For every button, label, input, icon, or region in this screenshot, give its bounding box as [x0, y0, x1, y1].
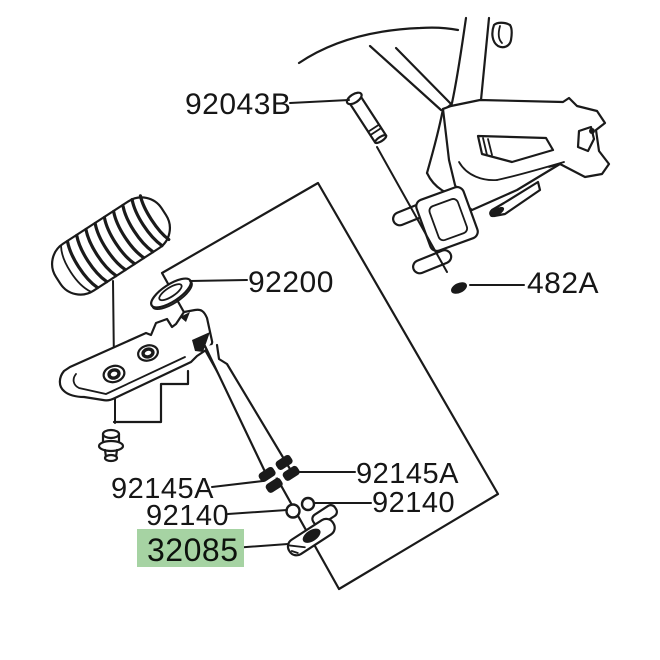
part-label-92043b[interactable]: 92043B	[185, 88, 350, 121]
part-number-text[interactable]: 92043B	[185, 88, 291, 121]
highlight-box	[137, 529, 244, 567]
part-label-92140-left[interactable]: 92140	[146, 500, 288, 532]
stopper-shadow	[302, 528, 321, 543]
shaft-fill	[206, 344, 294, 479]
part-number-text[interactable]: 92140	[372, 487, 455, 519]
part-number-text[interactable]: 92140	[146, 500, 229, 532]
clevis-prong	[412, 249, 453, 275]
part-label-92145a-left[interactable]: 92145A	[111, 473, 264, 505]
stopper-detail	[288, 544, 306, 554]
frame-down-tube	[479, 16, 491, 102]
bracket-slot-lip	[482, 137, 488, 156]
part-number-text[interactable]: 32085	[147, 532, 238, 568]
pin-tip	[374, 134, 388, 145]
mounting-pin-drawing	[345, 91, 388, 145]
part-label-92200[interactable]: 92200	[189, 266, 334, 299]
part-label-482a[interactable]: 482A	[469, 267, 599, 300]
bracket-crease	[548, 164, 558, 168]
frame-tube-edge	[394, 46, 455, 108]
clevis-channel	[428, 198, 469, 242]
plate-body	[58, 308, 214, 402]
bracket-rivet-dot	[589, 128, 595, 134]
stopper-pin-drawing	[286, 504, 338, 557]
footpeg-rubber-drawing	[51, 194, 171, 296]
small-washer-drawing	[285, 503, 301, 519]
spring-drawing	[258, 466, 283, 493]
washer-drawing	[150, 277, 193, 310]
part-number-text[interactable]: 92145A	[111, 473, 214, 505]
bracket-crease	[458, 161, 498, 181]
plate-step-tab	[112, 369, 190, 424]
leader-line	[227, 509, 288, 515]
plate-boss-hole	[107, 368, 121, 380]
leader-line	[211, 480, 264, 488]
rubber-body	[51, 196, 171, 296]
frame-tube-edge	[368, 44, 443, 112]
washer-thickness	[151, 281, 193, 310]
leader-line	[189, 279, 248, 282]
pivot-shaft-drawing	[203, 343, 295, 480]
pin-groove	[367, 123, 383, 136]
flange-bolt-drawing	[97, 428, 125, 463]
screw-482a-drawing	[451, 282, 467, 294]
part-label-92145a-right[interactable]: 92145A	[296, 458, 459, 490]
rubber-cap-line	[60, 245, 92, 293]
small-washer-drawing	[300, 496, 316, 512]
plate-pivot-shadow	[192, 332, 210, 352]
frame-down-tube	[441, 16, 468, 111]
part-number-text[interactable]: 92200	[248, 266, 334, 299]
bolt-flange	[97, 439, 125, 453]
pin-head	[345, 91, 363, 106]
bracket-slot-lip	[487, 138, 493, 156]
clevis-body	[415, 185, 479, 253]
part-number-text[interactable]: 92145A	[356, 458, 459, 490]
assembly-box-outline	[160, 181, 500, 591]
bracket-slot	[476, 134, 555, 164]
spring-drawing	[275, 454, 300, 481]
shaft-edge	[215, 343, 295, 476]
bracket-crease	[496, 161, 565, 181]
leader-line	[289, 99, 350, 104]
pin-axis-line	[376, 146, 448, 273]
bolt-head-top	[101, 428, 121, 440]
shaft-edge	[203, 344, 270, 480]
part-label-32085-highlighted[interactable]: 32085	[137, 529, 289, 568]
bolt-tip	[103, 453, 119, 463]
frame-tab	[491, 21, 513, 49]
part-number-text[interactable]: 482A	[527, 267, 599, 300]
plate-boss-hole	[141, 347, 155, 359]
plate-boss	[102, 364, 126, 384]
bracket-left-edge	[425, 107, 445, 175]
part-label-92140-right[interactable]: 92140	[313, 487, 455, 519]
rubber-ribs	[65, 194, 171, 290]
frame-arc	[297, 26, 460, 65]
hanger-rod-tip	[489, 206, 505, 218]
frame-tab-line	[497, 25, 503, 44]
washer-inner	[158, 283, 183, 302]
plate-rim	[72, 356, 186, 395]
clevis-fork-drawing	[392, 185, 479, 275]
footpeg-plate-drawing	[58, 308, 214, 424]
plate-pivot-shadow	[180, 312, 190, 322]
